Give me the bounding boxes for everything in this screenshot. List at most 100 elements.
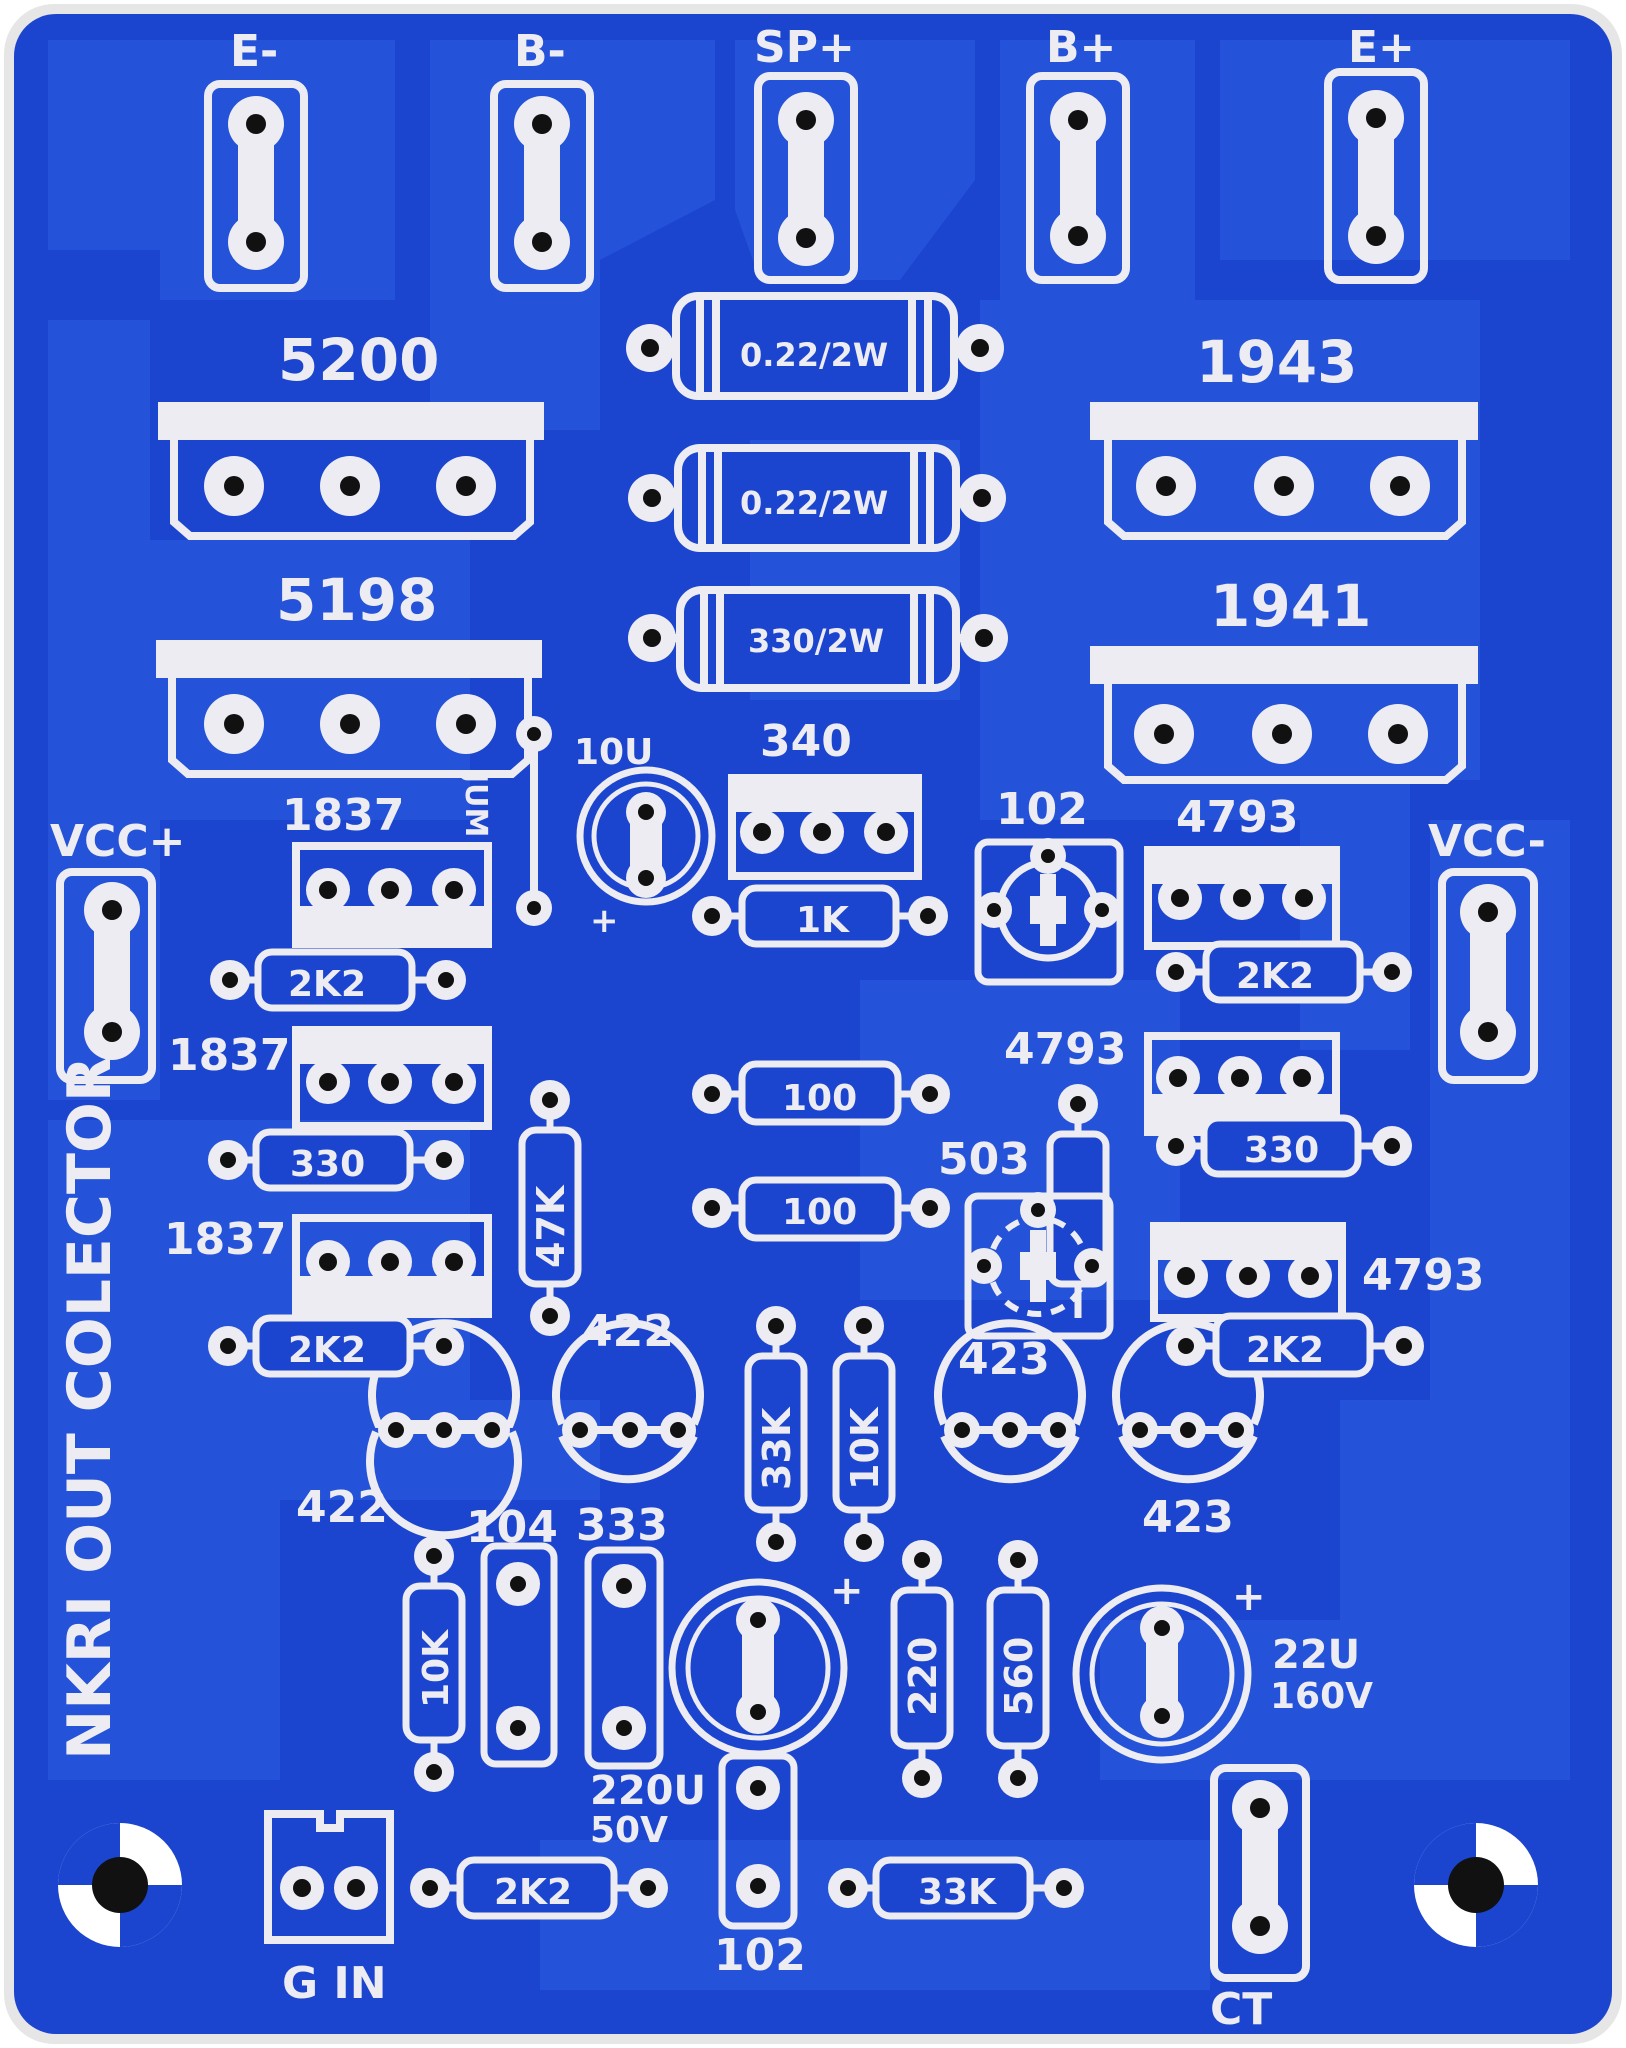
terminal-vcc-minus[interactable]	[1438, 868, 1538, 1084]
resistor-100-b	[712, 1176, 930, 1242]
transistor-340	[728, 774, 922, 880]
capacitor-333	[584, 1546, 664, 1770]
label-jum: JUM	[458, 770, 493, 837]
label-1837-c: 1837	[164, 1214, 286, 1265]
label-423-a: 423	[958, 1334, 1050, 1385]
transistor-422-b	[552, 1319, 704, 1484]
label-c22u-b: 160V	[1270, 1676, 1373, 1717]
label-vr503: 503	[938, 1134, 1030, 1185]
resistor-10k-l	[402, 1556, 466, 1772]
resistor-2k2-c	[228, 1314, 444, 1378]
terminal-e-minus[interactable]	[204, 80, 308, 292]
terminal-ct[interactable]	[1210, 1764, 1310, 1982]
terminal-sp-plus[interactable]	[754, 72, 858, 284]
terminal-vcc-plus[interactable]	[56, 868, 156, 1084]
resistor-2k2-d	[1186, 1312, 1404, 1378]
mount-hole-right	[1414, 1823, 1538, 1947]
resistor-2k2-a	[230, 948, 446, 1012]
label-vr102: 102	[996, 784, 1088, 835]
transistor-1837-a	[292, 842, 492, 948]
resistor-503-body	[1046, 1104, 1110, 1318]
jumper-jum	[516, 716, 552, 926]
label-vcc-minus: VCC-	[1428, 816, 1546, 867]
label-r022-b: 0.22/2W	[740, 484, 888, 522]
label-1837-a: 1837	[282, 790, 404, 841]
label-ct: CT	[1210, 1984, 1272, 2035]
resistor-47k	[518, 1100, 582, 1316]
label-422-a: 422	[296, 1482, 388, 1533]
terminal-b-minus[interactable]	[490, 80, 594, 292]
label-340: 340	[760, 716, 852, 767]
resistor-33k-h	[848, 1856, 1064, 1920]
label-g-in: G IN	[282, 1958, 387, 2009]
label-e-plus: E+	[1348, 22, 1415, 73]
terminal-e-plus[interactable]	[1324, 68, 1428, 284]
resistor-2k2-b	[1176, 940, 1392, 1004]
transistor-1943	[1090, 402, 1478, 540]
resistor-10k-v	[832, 1326, 896, 1542]
label-plus-22u: +	[1232, 1574, 1266, 1620]
label-r2k2-b: 2K2	[1236, 956, 1314, 997]
transistor-4793-c	[1150, 1222, 1346, 1322]
terminal-b-plus[interactable]	[1026, 72, 1130, 284]
label-r220: 220	[901, 1637, 945, 1716]
label-r10k-v: 10K	[843, 1406, 887, 1490]
transistor-423-b	[1112, 1319, 1264, 1484]
connector-g-in[interactable]	[264, 1810, 394, 1944]
label-c220u-b: 50V	[590, 1810, 668, 1851]
label-c22u-a: 22U	[1272, 1632, 1360, 1678]
label-r2k2-a: 2K2	[288, 964, 366, 1005]
capacitor-22u	[1072, 1584, 1252, 1764]
trimmer-503[interactable]	[964, 1192, 1114, 1340]
label-plus-10u: +	[590, 901, 619, 941]
label-4793-b: 4793	[1004, 1024, 1126, 1075]
capacitor-10u	[576, 766, 716, 906]
label-422-b: 422	[582, 1306, 674, 1357]
label-5200: 5200	[278, 326, 439, 394]
label-plus-220u: +	[830, 1568, 864, 1614]
label-1941: 1941	[1210, 572, 1371, 640]
label-b-plus: B+	[1046, 22, 1116, 73]
label-r10k-l: 10K	[416, 1629, 457, 1708]
label-c10u: 10U	[574, 732, 653, 773]
label-r2k2-e: 2K2	[494, 1872, 572, 1913]
resistor-330-a	[228, 1128, 444, 1192]
resistor-560	[986, 1560, 1050, 1778]
label-4793-c: 4793	[1362, 1250, 1484, 1301]
transistor-1837-c	[292, 1214, 492, 1318]
transistor-5198	[156, 640, 542, 778]
label-c220u-a: 220U	[590, 1768, 706, 1814]
transistor-1837-b	[292, 1026, 492, 1130]
capacitor-104	[480, 1542, 558, 1768]
label-r022-a: 0.22/2W	[740, 336, 888, 374]
transistor-422-a	[366, 1319, 522, 1540]
capacitor-102	[718, 1752, 798, 1930]
label-4793-a: 4793	[1176, 792, 1298, 843]
label-r330-2w: 330/2W	[748, 622, 884, 660]
label-e-minus: E-	[230, 26, 278, 77]
label-b-minus: B-	[514, 26, 566, 77]
label-c104: 104	[466, 1502, 558, 1553]
trimmer-102[interactable]	[974, 838, 1124, 986]
label-r2k2-d: 2K2	[1246, 1330, 1324, 1371]
label-r100-b: 100	[782, 1192, 857, 1233]
board-side-label: NKRI OUT COLECTOR	[55, 1056, 125, 1760]
label-r330-b: 330	[1244, 1130, 1319, 1171]
resistor-330-b	[1176, 1114, 1392, 1178]
label-c102: 102	[714, 1930, 806, 1981]
transistor-423-a	[934, 1319, 1086, 1484]
label-1837-b: 1837	[168, 1030, 290, 1081]
transistor-1941	[1090, 646, 1478, 784]
label-r33k-h: 33K	[918, 1872, 997, 1913]
label-1943: 1943	[1196, 328, 1357, 396]
resistor-330-2w	[628, 586, 1008, 692]
label-c333: 333	[576, 1500, 668, 1551]
label-r33k-v: 33K	[755, 1406, 799, 1490]
label-r330-a: 330	[290, 1144, 365, 1185]
resistor-022-b	[628, 444, 1006, 552]
label-r1k: 1K	[796, 900, 850, 941]
label-5198: 5198	[276, 566, 437, 634]
label-r2k2-c: 2K2	[288, 1330, 366, 1371]
transistor-5200	[158, 402, 544, 540]
